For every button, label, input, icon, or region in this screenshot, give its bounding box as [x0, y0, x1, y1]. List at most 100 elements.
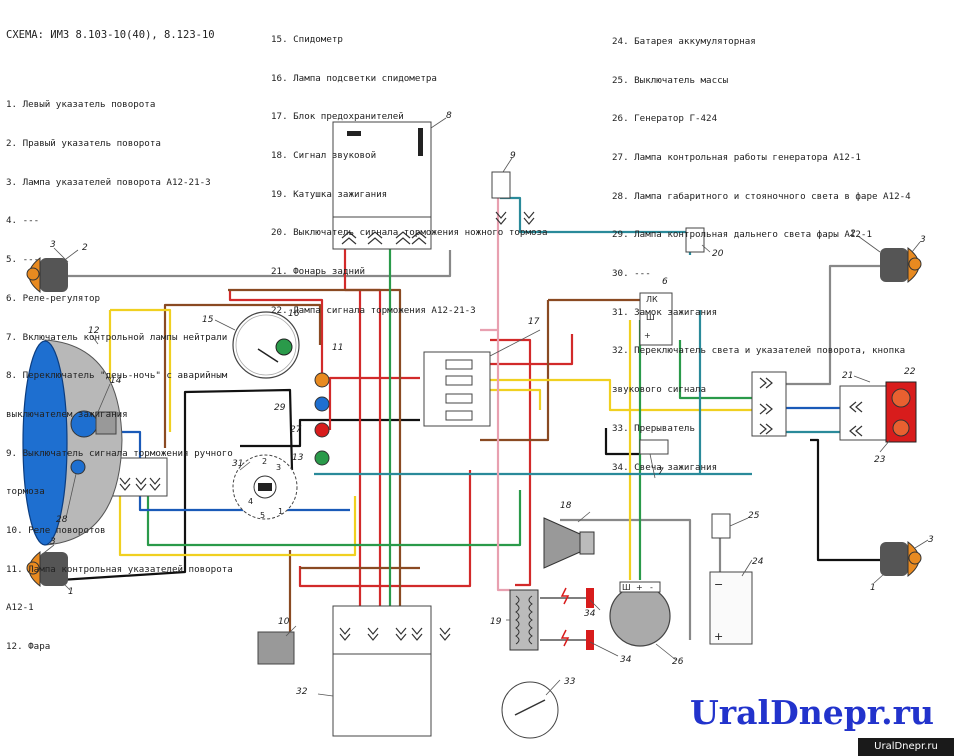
legend-item: 11. Лампа контрольная указателей поворот… — [6, 563, 233, 575]
label-n31: 31 — [232, 459, 243, 469]
wire-gray-rear-right — [785, 264, 880, 386]
wire-red-2 — [228, 290, 324, 384]
switch-20 — [685, 227, 705, 253]
label-n3b: 3 — [50, 537, 56, 547]
connector-rear — [839, 385, 887, 441]
turn-indicator-rear-right — [880, 540, 922, 578]
legend-item: 27. Лампа контрольная работы генератора … — [612, 151, 861, 163]
legend-item: 4. --- — [6, 215, 40, 227]
terminal-relay-sh: Ш — [646, 313, 655, 322]
relay-regulator-6 — [639, 292, 673, 346]
connector-right — [751, 371, 787, 437]
lamp-11 — [314, 372, 330, 388]
ignition-lock-31 — [232, 454, 298, 520]
legend-column-2: 15. Спидометр 16. Лампа подсветки спидом… — [271, 8, 548, 331]
legend-item: 3. Лампа указателей поворота А12-21-3 — [6, 176, 211, 188]
breaker-33 — [501, 681, 559, 739]
label-n9: 9 — [510, 151, 516, 161]
label-n1b: 1 — [870, 583, 876, 593]
wire-brown-3 — [480, 300, 550, 442]
fuse — [445, 393, 473, 404]
terminal-gen-plus: + — [636, 583, 643, 592]
chevrons-9 — [495, 211, 535, 225]
lamp-13 — [314, 450, 330, 466]
label-n14: 14 — [110, 376, 122, 386]
legend-item: 17. Блок предохранителей — [271, 111, 404, 123]
label-n8: 8 — [446, 111, 452, 121]
label-n17: 17 — [528, 317, 540, 327]
spark-plug-34 — [540, 587, 594, 650]
legend-item: 30. --- — [612, 268, 651, 280]
watermark-logo: UralDnepr.ru — [690, 693, 934, 732]
legend-item: 22. Лампа сигнала торможения А12-21-3 — [271, 304, 476, 316]
legend-item: 18. Сигнал звуковой — [271, 149, 377, 161]
wire-red-5 — [298, 470, 472, 588]
lamp-29 — [314, 396, 330, 412]
switch-7 — [639, 439, 669, 455]
label-n26: 26 — [672, 657, 684, 667]
wire-black-left-turn — [59, 388, 294, 582]
watermark-badge: UralDnepr.ru — [858, 738, 954, 756]
terminal-lock-4: 4 — [248, 497, 253, 506]
tail-light-21 — [885, 381, 917, 443]
legend-item: выключателем зажигания — [6, 408, 128, 420]
label-n21: 21 — [842, 371, 853, 381]
legend-item: 10. Реле поворотов — [6, 525, 106, 537]
terminal-relay-l: ЛК — [646, 295, 658, 304]
legend-item: 21. Фонарь задний — [271, 266, 366, 278]
wire-black-neutral — [604, 428, 640, 456]
terminal-lock-5: 5 — [260, 511, 265, 520]
legend-item: 19. Катушка зажигания — [271, 188, 388, 200]
legend-item: 1. Левый указатель поворота — [6, 99, 156, 111]
terminal-lock-3: 3 — [276, 463, 281, 472]
wire-black-right-turn — [810, 438, 880, 562]
wire-green-1 — [146, 464, 522, 547]
wire-brown-1 — [163, 303, 322, 448]
legend-item: 5. --- — [6, 254, 40, 266]
fuse — [445, 359, 473, 370]
wire-red-6 — [490, 338, 532, 587]
label-n19: 19 — [490, 617, 502, 627]
legend-item: 2. Правый указатель поворота — [6, 138, 161, 150]
headlight-12 — [22, 339, 123, 546]
label-n12: 12 — [88, 326, 100, 336]
terminal-gen-sh: Ш — [622, 583, 631, 592]
switch-8-body — [332, 121, 432, 218]
legend-item: 28. Лампа габаритного и стояночного свет… — [612, 190, 911, 202]
chevrons-right — [759, 377, 773, 435]
chevrons-bottom — [339, 627, 423, 641]
legend-item: 33. Прерыватель — [612, 422, 695, 434]
terminal-lock-1: 1 — [278, 507, 283, 516]
chevrons-top — [341, 231, 427, 245]
chevrons-rear — [849, 401, 863, 437]
fuse — [445, 375, 473, 386]
terminal-relay-plus: + — [644, 331, 651, 340]
legend-item: 6. Реле-регулятор — [6, 292, 101, 304]
legend-item: 31. Замок зажигания — [612, 306, 718, 318]
label-n1a: 1 — [68, 587, 74, 597]
label-n18: 18 — [560, 501, 572, 511]
wire-brown-2 — [228, 288, 402, 620]
label-n13: 13 — [292, 453, 304, 463]
label-n34b: 34 — [620, 655, 632, 665]
horn-18 — [543, 517, 595, 569]
legend-column-3: 24. Батарея аккумуляторная 25. Выключате… — [612, 10, 911, 487]
speedometer-15 — [232, 311, 300, 379]
legend-item: 26. Генератор Г-424 — [612, 113, 718, 125]
legend-item: 12. Фара — [6, 641, 51, 653]
legend-item: тормоза — [6, 486, 45, 498]
generator-26 — [609, 581, 671, 647]
label-n3c: 3 — [920, 235, 926, 245]
wire-pink-2 — [496, 330, 510, 592]
label-n3a: 3 — [50, 240, 56, 250]
legend-item: 34. Свеча зажигания — [612, 461, 718, 473]
chevrons-left — [119, 477, 161, 491]
wire-gray-front-right — [68, 250, 452, 278]
label-n6: 6 — [662, 277, 668, 287]
legend-item: 24. Батарея аккумуляторная — [612, 35, 756, 47]
label-n24: 24 — [752, 557, 764, 567]
label-n29: 29 — [274, 403, 286, 413]
legend-item: 16. Лампа подсветки спидометра — [271, 72, 437, 84]
label-n23: 23 — [874, 455, 886, 465]
